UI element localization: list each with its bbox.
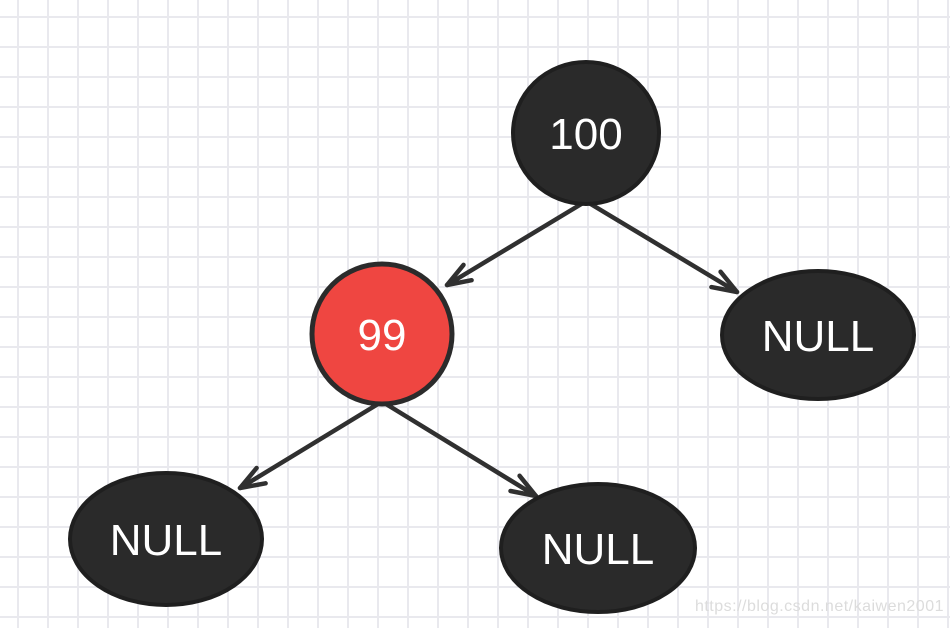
arrowhead-icon	[444, 262, 474, 288]
node-right-child-shape	[720, 269, 916, 401]
node-left-left-null: NULL	[68, 471, 264, 607]
node-left-child-shape	[309, 261, 455, 407]
node-left-child-label: 99	[358, 311, 407, 360]
arrowhead-icon	[237, 465, 268, 491]
node-left-left-label: NULL	[110, 516, 223, 565]
node-left-left-shape	[68, 471, 264, 607]
edge-line	[237, 401, 381, 491]
edge-root-to-left-child	[444, 200, 586, 288]
edge-left-child-to-left-right	[383, 401, 539, 499]
node-right-child-label: NULL	[762, 312, 875, 361]
node-root: 100	[511, 60, 661, 206]
arrowhead-icon	[709, 269, 740, 295]
node-left-child-highlighted: 99	[309, 261, 455, 407]
arrowhead-icon	[508, 473, 539, 499]
node-left-right-label: NULL	[542, 525, 655, 574]
edge-line	[383, 401, 539, 499]
edge-left-child-to-left-left	[237, 401, 381, 491]
node-left-right-null: NULL	[499, 482, 697, 614]
watermark-url: https://blog.csdn.net/kaiwen2001	[694, 598, 944, 615]
node-root-label: 100	[549, 110, 622, 159]
edge-root-to-right-child	[586, 200, 740, 295]
node-root-shape	[511, 60, 661, 206]
node-right-child-null: NULL	[720, 269, 916, 401]
edge-line	[586, 200, 740, 295]
node-left-right-shape	[499, 482, 697, 614]
edge-line	[444, 200, 586, 288]
